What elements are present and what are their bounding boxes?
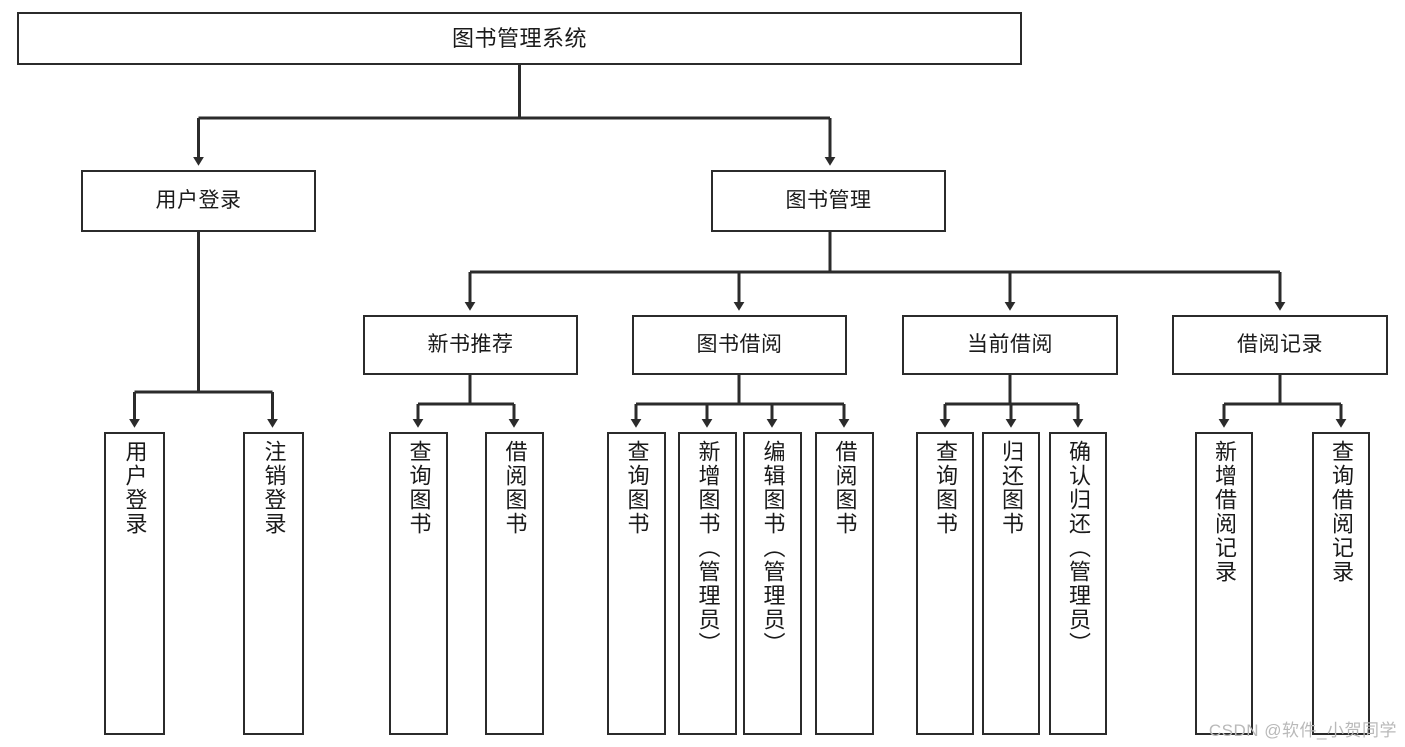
node-label: 图书借阅 xyxy=(696,332,783,356)
leaf-query-borrow-record[interactable]: 查询借阅记录 xyxy=(1312,432,1370,735)
leaf-borrow-book-recommend[interactable]: 借阅图书 xyxy=(485,432,544,735)
node-label: 归还图书 xyxy=(999,440,1024,536)
node-label: 查询图书 xyxy=(406,440,432,536)
node-label: 查询图书 xyxy=(624,440,650,536)
leaf-borrow-book[interactable]: 借阅图书 xyxy=(815,432,874,735)
node-user-login[interactable]: 用户登录 xyxy=(81,170,316,232)
node-current-borrow[interactable]: 当前借阅 xyxy=(902,315,1118,375)
leaf-query-book-borrow[interactable]: 查询图书 xyxy=(607,432,666,735)
leaf-logout[interactable]: 注销登录 xyxy=(243,432,304,735)
leaf-query-book-current[interactable]: 查询图书 xyxy=(916,432,974,735)
node-label: 确认归还（管理员） xyxy=(1066,440,1091,656)
node-label: 新书推荐 xyxy=(427,332,514,356)
leaf-add-borrow-record[interactable]: 新增借阅记录 xyxy=(1195,432,1253,735)
node-label: 借阅图书 xyxy=(832,440,858,536)
node-label: 当前借阅 xyxy=(967,332,1053,356)
node-book-borrow[interactable]: 图书借阅 xyxy=(632,315,847,375)
node-label: 查询图书 xyxy=(933,440,958,536)
node-label: 新增图书（管理员） xyxy=(695,440,721,656)
node-borrow-record[interactable]: 借阅记录 xyxy=(1172,315,1388,375)
node-label: 借阅图书 xyxy=(502,440,528,536)
leaf-confirm-return-admin[interactable]: 确认归还（管理员） xyxy=(1049,432,1107,735)
leaf-return-book[interactable]: 归还图书 xyxy=(982,432,1040,735)
node-root-book-management-system[interactable]: 图书管理系统 xyxy=(17,12,1022,65)
node-label: 图书管理 xyxy=(785,188,872,212)
node-label: 编辑图书（管理员） xyxy=(760,440,786,656)
node-label: 图书管理系统 xyxy=(451,25,587,51)
node-book-management[interactable]: 图书管理 xyxy=(711,170,946,232)
node-label: 借阅记录 xyxy=(1237,332,1323,356)
node-label: 新增借阅记录 xyxy=(1212,440,1237,584)
leaf-edit-book-admin[interactable]: 编辑图书（管理员） xyxy=(743,432,802,735)
node-label: 用户登录 xyxy=(155,188,242,212)
node-label: 用户登录 xyxy=(122,440,148,536)
node-label: 注销登录 xyxy=(261,440,287,536)
node-new-book-recommend[interactable]: 新书推荐 xyxy=(363,315,578,375)
leaf-add-book-admin[interactable]: 新增图书（管理员） xyxy=(678,432,737,735)
leaf-user-login[interactable]: 用户登录 xyxy=(104,432,165,735)
csdn-watermark: CSDN @软件_小贺同学 xyxy=(1208,721,1397,740)
leaf-query-book-recommend[interactable]: 查询图书 xyxy=(389,432,448,735)
node-label: 查询借阅记录 xyxy=(1329,440,1354,584)
